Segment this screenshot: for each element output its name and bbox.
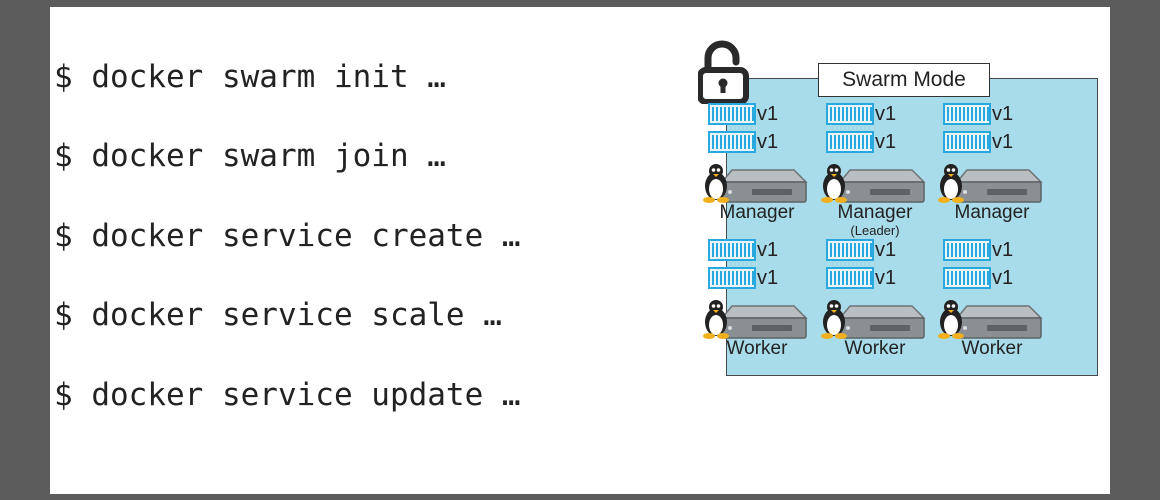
container-version: v1: [757, 131, 779, 153]
container-version: v1: [757, 239, 779, 261]
container: v1: [826, 266, 896, 290]
container-version: v1: [875, 239, 897, 261]
container: v1: [943, 238, 1013, 262]
container-icon: [826, 239, 874, 261]
container-version: v1: [875, 131, 897, 153]
container-icon: [943, 239, 991, 261]
container: v1: [708, 266, 778, 290]
command-service-update: $ docker service update …: [54, 377, 521, 413]
node-role: Worker: [961, 338, 1023, 359]
node-role-detail: (Leader): [850, 223, 900, 238]
command-service-create: $ docker service create …: [54, 218, 521, 254]
container: v1: [708, 102, 778, 126]
container-version: v1: [757, 103, 779, 125]
container: v1: [943, 130, 1013, 154]
container-icon: [826, 103, 874, 125]
container: v1: [943, 266, 1013, 290]
node-role: Manager: [954, 202, 1030, 223]
container-version: v1: [992, 267, 1014, 289]
container-icon: [708, 267, 756, 289]
node-role: Manager: [837, 202, 913, 223]
command-swarm-init: $ docker swarm init …: [54, 59, 446, 95]
container-icon: [708, 239, 756, 261]
container: v1: [826, 238, 896, 262]
container-version: v1: [992, 103, 1014, 125]
container-version: v1: [757, 267, 779, 289]
container-icon: [708, 103, 756, 125]
node-role: Worker: [844, 338, 906, 359]
container-icon: [826, 267, 874, 289]
slide: $ docker swarm init … $ docker swarm joi…: [50, 7, 1110, 494]
swarm-mode-title: Swarm Mode: [818, 63, 990, 97]
container-icon: [708, 131, 756, 153]
node-role: Worker: [726, 338, 788, 359]
node-role: Manager: [719, 202, 795, 223]
unlocked-padlock-icon: [698, 40, 749, 104]
container-version: v1: [992, 239, 1014, 261]
container: v1: [708, 238, 778, 262]
container: v1: [826, 102, 896, 126]
container-icon: [943, 131, 991, 153]
container-icon: [943, 267, 991, 289]
container-icon: [826, 131, 874, 153]
command-service-scale: $ docker service scale …: [54, 297, 502, 333]
command-swarm-join: $ docker swarm join …: [54, 138, 446, 174]
container-icon: [943, 103, 991, 125]
container-version: v1: [875, 267, 897, 289]
container: v1: [943, 102, 1013, 126]
container-version: v1: [875, 103, 897, 125]
container: v1: [826, 130, 896, 154]
container-version: v1: [992, 131, 1014, 153]
container: v1: [708, 130, 778, 154]
